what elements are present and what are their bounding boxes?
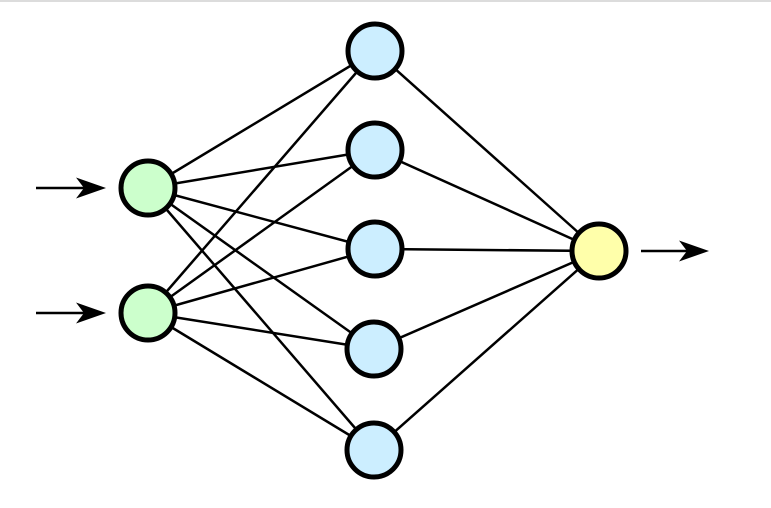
edge-input-1-hidden-1 <box>147 49 376 190</box>
hidden-2-node <box>345 120 405 180</box>
input-arrow-1-head <box>76 177 106 199</box>
input-1-node <box>118 158 178 218</box>
edge-hidden-1-output-1 <box>374 50 600 252</box>
edge-input-2-hidden-2 <box>147 148 376 315</box>
hidden-5-node <box>344 420 404 480</box>
edge-input-1-hidden-5 <box>147 187 375 451</box>
hidden-4-node <box>344 319 404 379</box>
edge-input-1-hidden-4 <box>147 186 375 351</box>
edge-hidden-5-output-1 <box>373 250 600 451</box>
edge-input-2-hidden-5 <box>147 311 375 452</box>
top-border-line <box>0 0 771 2</box>
edge-input-2-hidden-1 <box>147 50 376 314</box>
output-arrow-head <box>679 240 709 262</box>
edge-input-1-hidden-3 <box>147 186 376 251</box>
output-1-node <box>569 221 629 281</box>
edge-hidden-2-output-1 <box>374 148 600 253</box>
edge-hidden-4-output-1 <box>373 249 600 351</box>
input-arrow-2-head <box>76 302 106 324</box>
hidden-1-node <box>345 21 405 81</box>
edge-hidden-3-output-1 <box>374 247 600 253</box>
edge-input-2-hidden-3 <box>147 247 376 315</box>
hidden-3-node <box>345 219 405 279</box>
input-2-node <box>118 283 178 343</box>
edge-input-1-hidden-2 <box>147 148 376 190</box>
edge-input-2-hidden-4 <box>147 311 375 351</box>
